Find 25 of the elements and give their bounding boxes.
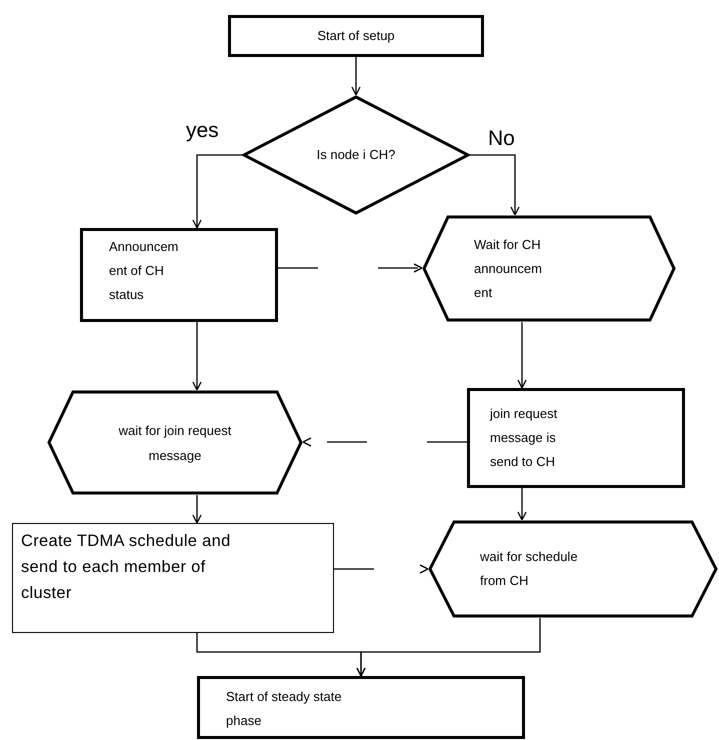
- arrow: [470, 154, 520, 216]
- node-text: Announcem ent of CH status: [109, 238, 180, 304]
- node-text: wait for join request message: [118, 422, 232, 465]
- node-text: Wait for CH announcem ent: [474, 236, 543, 302]
- node-text: Is node i CH?: [316, 146, 396, 164]
- arrow: [192, 495, 202, 524]
- arrow: [351, 57, 361, 96]
- arrow: [517, 488, 527, 521]
- process-box: [12, 523, 334, 633]
- node-text: Start of setup: [317, 27, 395, 46]
- arrow: [334, 564, 429, 574]
- arrow: [278, 263, 423, 273]
- process-box: [467, 388, 685, 488]
- arrow: [356, 618, 541, 677]
- process-box: [197, 676, 525, 739]
- node-text: wait for schedule from CH: [480, 548, 579, 590]
- node-text: join request message is send to CH: [490, 405, 558, 471]
- node-text: Start of steady state phase: [226, 688, 343, 730]
- arrow: [192, 322, 202, 391]
- arrow: [517, 322, 527, 389]
- arrow: [302, 437, 467, 447]
- process-box: [228, 15, 484, 57]
- node-text: Create TDMA schedule and send to each member of cluster: [21, 531, 232, 604]
- arrow: [192, 154, 242, 229]
- process-box: [80, 228, 278, 322]
